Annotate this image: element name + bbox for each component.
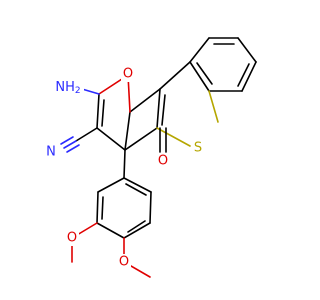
dimethoxyphenyl-ring — [96, 177, 152, 239]
amine-bond — [81, 88, 100, 95]
thiopyranone-ring — [124, 61, 219, 151]
methoxy-oxygen-label-1: O — [67, 231, 77, 246]
aryl-link-bond — [123, 149, 126, 179]
methoxy-oxygen-label-2: O — [119, 255, 129, 270]
carbonyl-group — [159, 127, 167, 153]
nitrile-group — [60, 127, 98, 153]
ring-oxygen-label: O — [123, 67, 133, 82]
amine-label: NH2 — [55, 80, 80, 97]
atom-labels: NH2 O N S O O O — [44, 66, 205, 270]
ketone-oxygen-label: O — [158, 154, 168, 169]
nitrile-n-label: N — [46, 145, 56, 160]
sulfur-label: S — [194, 141, 202, 156]
molecule-structure: NH2 O N S O O O — [44, 37, 257, 278]
pyran-ring — [96, 74, 131, 151]
benzo-ring — [189, 37, 257, 92]
